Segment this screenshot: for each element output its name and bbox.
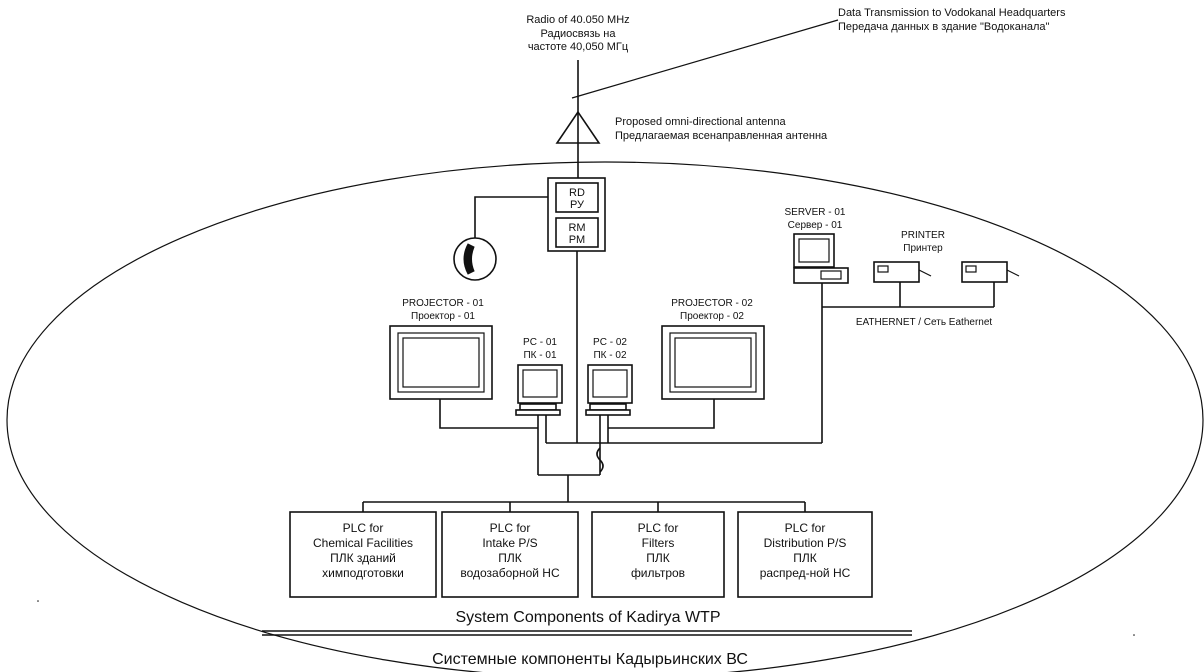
svg-text:ПЛК зданий: ПЛК зданий xyxy=(330,551,396,565)
pc2-label-en: PC - 02 xyxy=(593,337,627,348)
telephone-handset xyxy=(463,243,475,275)
caption-en: System Components of Kadirya WTP xyxy=(456,609,721,626)
projector2-label-en: PROJECTOR - 02 xyxy=(671,298,753,309)
svg-text:фильтров: фильтров xyxy=(631,566,685,580)
antenna-label-en: Proposed omni-directional antenna xyxy=(615,116,786,128)
pc1-keyboard xyxy=(515,409,561,416)
printer-icon-1 xyxy=(873,261,932,283)
projector1-to-pc1 xyxy=(439,399,538,429)
system-boundary-ellipse xyxy=(6,161,1204,672)
svg-text:PLC for: PLC for xyxy=(490,521,531,535)
printer-label-en: PRINTER xyxy=(901,230,945,241)
svg-text:Chemical Facilities: Chemical Facilities xyxy=(313,536,413,550)
plc-filters: PLC for Filters ПЛК фильтров xyxy=(591,511,725,598)
plc-chemical-facilities: PLC for Chemical Facilities ПЛК зданий х… xyxy=(289,511,437,598)
radio-label-ru-1: Радиосвязь на xyxy=(541,28,617,40)
projector1-frame xyxy=(389,325,493,400)
pc2-base xyxy=(589,403,627,411)
svg-text:PLC for: PLC for xyxy=(343,521,384,535)
pc1-monitor-screen xyxy=(522,369,558,398)
projector1-label-ru: Проектор - 01 xyxy=(411,311,475,322)
svg-text:водозаборной НС: водозаборной НС xyxy=(460,566,560,580)
svg-text:Distribution P/S: Distribution P/S xyxy=(764,536,847,550)
server-label-ru: Сервер - 01 xyxy=(788,220,843,231)
svg-text:ПЛК: ПЛК xyxy=(793,551,817,565)
rd-label-en: RD xyxy=(569,187,585,199)
projector2-frame xyxy=(661,325,765,400)
svg-text:химподготовки: химподготовки xyxy=(322,566,404,580)
pc1-base xyxy=(519,403,557,411)
printer-label-ru: Принтер xyxy=(903,243,943,254)
projector2-screen-inner xyxy=(674,337,752,388)
server-label-en: SERVER - 01 xyxy=(785,207,846,218)
projector2-screen xyxy=(669,332,757,393)
svg-text:ПЛК: ПЛК xyxy=(498,551,522,565)
speck-left xyxy=(37,600,39,602)
projector1-screen-inner xyxy=(402,337,480,388)
data-transmission-line xyxy=(571,19,839,99)
rd-label-ru: РУ xyxy=(570,199,585,211)
rd-unit xyxy=(555,182,599,213)
pc2-cable-link xyxy=(596,447,604,473)
data-transmission-label-ru: Передача данных в здание "Водоканала" xyxy=(838,21,1050,33)
svg-text:Intake P/S: Intake P/S xyxy=(482,536,537,550)
antenna-icon xyxy=(555,110,601,144)
data-transmission-label-en: Data Transmission to Vodokanal Headquart… xyxy=(838,7,1066,19)
radio-label-en: Radio of 40.050 MHz xyxy=(526,14,629,26)
svg-text:PLC for: PLC for xyxy=(638,521,679,535)
pc2-label-ru: ПК - 02 xyxy=(593,350,626,361)
rm-label-ru: РМ xyxy=(569,234,585,246)
printer-icon-2 xyxy=(961,261,1020,283)
radio-label-ru-2: частоте 40,050 МГц xyxy=(528,41,629,53)
svg-text:ПЛК: ПЛК xyxy=(646,551,670,565)
rm-unit xyxy=(555,217,599,248)
pc1-label-ru: ПК - 01 xyxy=(523,350,556,361)
plc-intake-ps: PLC for Intake P/S ПЛК водозаборной НС xyxy=(441,511,579,598)
server-drive xyxy=(820,270,842,280)
speck-right xyxy=(1133,634,1135,636)
projector2-to-pc2 xyxy=(608,399,715,429)
server-monitor-screen xyxy=(798,238,830,263)
telephone-line xyxy=(474,196,548,238)
plc-distribution-ps: PLC for Distribution P/S ПЛК распред-ной… xyxy=(737,511,873,598)
antenna-label-ru: Предлагаемая всенаправленная антенна xyxy=(615,130,828,142)
svg-text:PLC for: PLC for xyxy=(785,521,826,535)
caption-ru: Системные компоненты Кадырьинских ВС xyxy=(432,651,748,668)
rm-label-en: RM xyxy=(568,222,585,234)
svg-text:Filters: Filters xyxy=(642,536,675,550)
projector2-label-ru: Проектор - 02 xyxy=(680,311,744,322)
telephone-icon xyxy=(453,237,497,281)
projector1-label-en: PROJECTOR - 01 xyxy=(402,298,484,309)
svg-text:распред-ной НС: распред-ной НС xyxy=(760,566,851,580)
pc2-keyboard xyxy=(585,409,631,416)
ethernet-label: EATHERNET / Сеть Eathernet xyxy=(856,317,993,328)
pc2-monitor-screen xyxy=(592,369,628,398)
projector1-screen xyxy=(397,332,485,393)
pc1-label-en: PC - 01 xyxy=(523,337,557,348)
